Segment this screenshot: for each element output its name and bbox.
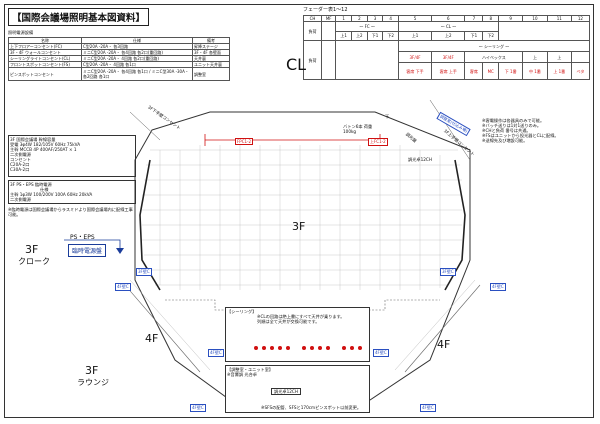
eps-arrow	[116, 248, 124, 254]
power-table-caption: 照明電源設備	[8, 30, 34, 35]
power-table: 名称 仕様 備考 上下フロアーコンセント(FC) C型20A -20A・ 各3回…	[8, 37, 230, 81]
fpc2-tag: 上FC1-2	[368, 138, 388, 146]
seating-grid	[142, 145, 462, 290]
notes: ※客電操作は各器具のみで可能。 ※バッチ送りは1対1送りのみ。 ※CHと負荷 番…	[482, 118, 559, 143]
cell: 7	[464, 15, 484, 22]
wall-tag: 4F壁C	[490, 283, 506, 291]
wall-tag: 4F壁C	[208, 349, 224, 357]
cell: 調整室	[192, 67, 230, 81]
table-row: ピンスポットコンセント ミニC型20A -20A・ 各4回路 各1口 / ミニC…	[8, 67, 230, 81]
table-row: 客席 下手 客席 上手 客席 MC 下 1番 中 1番 上 1番 ベタ	[304, 62, 591, 80]
cell	[321, 40, 337, 80]
cell: ベタ	[570, 62, 591, 80]
cl-label: CL	[286, 55, 307, 74]
slope-right-2	[394, 279, 476, 371]
fader-table: CH MF 1 2 3 4 5 6 7 8 9 10 11 12 負荷 〜 FC…	[302, 15, 591, 80]
floor-4f-right: 4F	[437, 338, 451, 351]
slope-left-2	[129, 279, 211, 371]
feed-line: 二次側電源	[10, 197, 31, 202]
hatch-left	[129, 111, 161, 141]
floor-4f-left: 4F	[145, 332, 159, 345]
dimmer-12ch: 調光卓12CH	[408, 157, 432, 162]
table-row: 負荷 〜 シーリング 〜	[302, 40, 591, 80]
note-line: ※送線先及び増設可能。	[482, 138, 528, 143]
ceiling-line: 列順は全て天井が交換可能です。	[257, 319, 320, 324]
drawing-frame	[4, 4, 594, 418]
room-cloak: クローク	[18, 257, 50, 266]
wall-tag: 4F壁C	[420, 404, 436, 412]
fpc1-tag: FPC1-2	[235, 138, 254, 145]
stage-floor-label: 3F	[292, 220, 306, 233]
control-header: 【調整室・ユニット室】	[227, 367, 274, 372]
ceiling-box: 【シーリング】 ※CLの回路は絶上書にすべて天井が乗ります。 列順は全て天井が交…	[225, 307, 370, 362]
cell: 6	[431, 15, 466, 22]
control-line: ※音響調 光合卓	[227, 372, 257, 377]
page-title: 【国際会議場照明基本図資料】	[8, 8, 150, 26]
feed-line: 主幹 MCCB 4P 400AF/250AT × 1	[10, 147, 77, 152]
note-line: ※客電操作は各器具のみで可能。	[482, 118, 545, 123]
wall-tag: 3F壁C	[136, 268, 152, 276]
room-3f-lounge-floor: 3F	[85, 364, 99, 377]
room-lounge: ラウンジ	[77, 378, 109, 387]
hatch-right	[429, 99, 471, 161]
control-dimmer: 調光卓12CH	[271, 388, 301, 395]
feed-line: コンセント	[10, 157, 31, 162]
wall-tag: 3F壁C	[440, 268, 456, 276]
ceiling-line: ※CLの回路は絶上書にすべて天井が乗ります。	[257, 314, 345, 319]
feed-line: 主幹 1φ3W 100/200V 100A 60Hz 20kVA	[10, 192, 93, 197]
control-foot: ※SFSの配管、SFSと170cmピンスポット以前変更。	[261, 405, 362, 410]
cell: 客席 上手	[431, 62, 466, 80]
note-line: ※バッチ送りは1対1送りのみ。	[482, 123, 542, 128]
feed-line: 仕様	[40, 187, 49, 192]
hall-outline	[134, 111, 471, 401]
wall-tag: 4F壁C	[373, 349, 389, 357]
feed-line: 二次側電源	[10, 152, 31, 157]
control-room-box: 【調整室・ユニット室】 ※音響調 光合卓 調光卓12CH ※SFSの配管、SFS…	[225, 365, 370, 413]
feed-header: 3F PS・EPS 臨時電源	[10, 182, 52, 187]
feed-header: 3F 国際会議場 幹線容量	[10, 137, 56, 142]
slope-left	[124, 284, 201, 373]
cell: 上 1番	[546, 62, 572, 80]
cell: ピンスポットコンセント	[8, 67, 82, 81]
note-line: ※CHと負荷 番号は共通。	[482, 128, 531, 133]
feed-eps-note: ※臨時電源は国際会議場からラスミドより国際会議場内に配線工事可能。	[8, 207, 133, 217]
marker-label: 下	[385, 114, 390, 119]
feed-eps-box: 3F PS・EPS 臨時電源 仕様 主幹 1φ3W 100/200V 100A …	[8, 180, 136, 204]
wall-tag: 4F壁C	[115, 283, 131, 291]
wall-tag: 4F壁C	[190, 404, 206, 412]
room-3f-floor: 3F	[25, 243, 39, 256]
feed-3f-box: 3F 国際会議場 幹線容量 受電 3φ4W 182/105V 60Hz 75kV…	[8, 135, 136, 177]
feed-line: C30A-2口	[10, 167, 30, 172]
ceiling-header: 【シーリング】	[227, 309, 257, 314]
cell: 3F/4F	[431, 51, 466, 63]
ps-eps-label: PS・EPS	[70, 234, 95, 241]
cell: 客席	[464, 62, 484, 80]
ceiling-fixtures	[254, 346, 362, 350]
cell: ミニC型20A -20A・ 各4回路 各1口 / ミニC型30A -30A・ 各…	[81, 67, 193, 81]
baton-label: バトン6本 荷重100kg	[343, 124, 373, 134]
eps-line	[64, 239, 121, 248]
feed-line: 受電 3φ4W 182/105V 60Hz 75kVA	[10, 142, 81, 147]
slope-right	[404, 284, 481, 373]
feed-line: C20A-2口	[10, 162, 30, 167]
fader-table-caption: フェーダー表1〜12	[303, 7, 348, 13]
temp-power-panel: 臨時電源盤	[68, 244, 107, 257]
note-line: ※FSはユニットから投光器とCLに配線。	[482, 133, 559, 138]
table-row: 3F/4F 3F/4F ハイベックス 上 上	[304, 51, 591, 63]
table-row: 上1 上2 下1 下2 上1 上2 下1 下2	[304, 30, 590, 41]
